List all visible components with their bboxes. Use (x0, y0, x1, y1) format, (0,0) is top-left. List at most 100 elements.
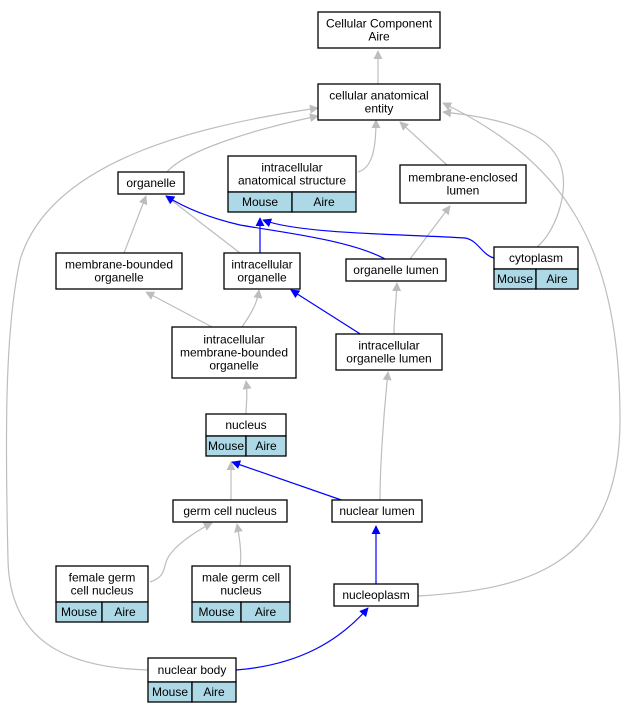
node-organelle-lumen[interactable]: organelle lumen (345, 258, 447, 282)
edge-intracellular-membrane-bounded-organelle-to-intracellular-organelle (241, 289, 263, 328)
node-label-line: female germ (69, 571, 136, 585)
node-label-line: lumen (447, 184, 480, 198)
edge-male-germ-cell-nucleus-to-germ-cell-nucleus (234, 523, 243, 567)
annotation-label-mouse: Mouse (152, 685, 188, 699)
node-box (191, 565, 291, 603)
annotation-label-aire: Aire (203, 685, 225, 699)
node-box (317, 83, 441, 121)
edge-nuclear-lumen-part-of-nucleus (231, 460, 351, 504)
node-label-line: Aire (368, 30, 390, 44)
node-label-line: organelle (237, 271, 287, 285)
edge-intracellular-organelle-lumen-to-organelle-lumen (392, 282, 402, 335)
annotation-cell-aire (535, 268, 579, 290)
edge-intracellular-membrane-bounded-organelle-to-membrane-bounded-organelle (145, 291, 213, 328)
annotation-label-mouse: Mouse (497, 272, 533, 286)
node-box (317, 11, 441, 49)
node-label-line: nucleoplasm (342, 588, 409, 602)
annotation-cell-aire (245, 435, 287, 457)
annotation-label-mouse: Mouse (61, 605, 97, 619)
edge-intracellular-organelle-lumen-part-of-intracellular-organelle (290, 289, 366, 338)
node-box (117, 171, 185, 195)
annotation-label-aire: Aire (255, 439, 277, 453)
node-label-line: organelle lumen (353, 263, 438, 277)
edges-layer (5, 50, 621, 671)
annotation-label-mouse: Mouse (208, 439, 244, 453)
node-label-line: germ cell nucleus (183, 504, 276, 518)
annotation-label-mouse: Mouse (198, 605, 234, 619)
node-label-line: cell nucleus (71, 584, 134, 598)
node-box (172, 499, 288, 523)
node-label-line: membrane-bounded (65, 258, 173, 272)
node-label-line: organelle (209, 359, 259, 373)
node-germ-cell-nucleus[interactable]: germ cell nucleus (172, 499, 288, 523)
node-label-line: Cellular Component (326, 17, 433, 31)
node-label-line: nucleus (220, 584, 261, 598)
edge-organelle-lumen-to-membrane-enclosed-lumen (409, 205, 451, 260)
node-box (333, 583, 419, 607)
node-box (331, 499, 423, 523)
node-label-line: membrane-enclosed (408, 171, 517, 185)
node-label-line: nuclear lumen (339, 504, 414, 518)
node-nuclear-lumen[interactable]: nuclear lumen (331, 499, 423, 523)
node-nucleoplasm[interactable]: nucleoplasm (333, 583, 419, 607)
node-label-line: intracellular (203, 333, 264, 347)
node-box (171, 326, 297, 379)
node-label-line: membrane-bounded (180, 346, 288, 360)
annotation-label-aire: Aire (313, 195, 335, 209)
node-label-line: entity (365, 102, 394, 116)
annotation-cell-aire (101, 601, 149, 623)
annotation-label-aire: Aire (255, 605, 277, 619)
edge-intracellular-anatomical-structure-to-cellular-anatomical-entity (357, 119, 381, 173)
node-label-line: intracellular (261, 161, 322, 175)
edge-nuclear-body-part-of-nucleoplasm (235, 607, 369, 671)
node-label-line: nucleus (225, 418, 266, 432)
node-label-line: organelle lumen (346, 352, 431, 366)
node-label-line: intracellular (358, 339, 419, 353)
node-label-line: cytoplasm (509, 251, 563, 265)
annotation-label-aire: Aire (114, 605, 136, 619)
edge-organelle-lumen-part-of-organelle (165, 195, 386, 260)
edge-cytoplasm-to-cellular-anatomical-entity (442, 108, 565, 248)
node-box (55, 252, 183, 290)
node-label-line: organelle (94, 271, 144, 285)
node-label-line: anatomical structure (238, 174, 346, 188)
node-label-line: nuclear body (158, 663, 227, 677)
node-box (399, 164, 527, 204)
edge-organelle-to-cellular-anatomical-entity (166, 113, 319, 173)
annotation-cell-aire (191, 681, 237, 703)
edge-nuclear-lumen-to-intracellular-organelle-lumen (379, 371, 392, 501)
node-box (223, 252, 301, 290)
edge-female-germ-cell-nucleus-to-germ-cell-nucleus (149, 522, 213, 583)
edge-membrane-enclosed-lumen-to-cellular-anatomical-entity (399, 121, 448, 166)
edge-membrane-bounded-organelle-to-organelle (123, 195, 148, 254)
node-label-line: organelle (126, 176, 176, 190)
node-organelle[interactable]: organelle (117, 171, 185, 195)
edge-nucleus-to-intracellular-membrane-bounded-organelle (242, 380, 252, 415)
edge-cytoplasm-part-of-intracellular-anatomical-structure (262, 218, 495, 259)
annotation-cell-aire (291, 191, 357, 213)
node-label-line: cellular anatomical (329, 89, 428, 103)
annotation-cell-aire (240, 601, 291, 623)
annotation-label-mouse: Mouse (242, 195, 278, 209)
node-label-line: intracellular (231, 258, 292, 272)
node-box (335, 333, 443, 371)
annotation-label-aire: Aire (546, 272, 568, 286)
node-box (345, 258, 447, 282)
node-box (55, 565, 149, 603)
node-label-line: male germ cell (202, 571, 280, 585)
